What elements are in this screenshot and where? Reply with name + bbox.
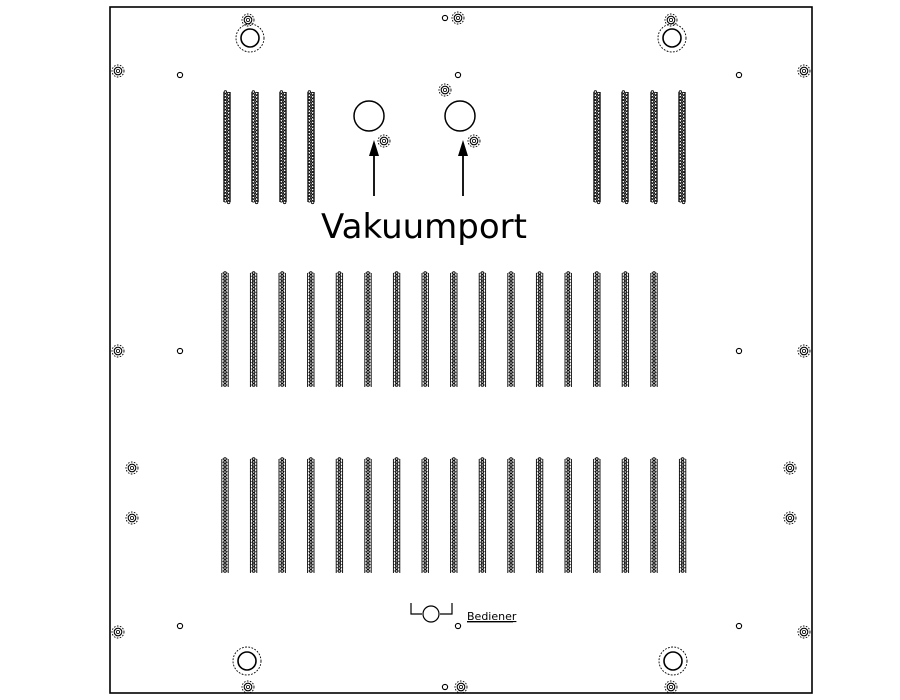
groove-column: [621, 457, 630, 573]
groove-column: [564, 271, 572, 387]
top-left-groove-group: [223, 90, 315, 205]
pin-hole: [176, 347, 184, 355]
groove-column: [621, 90, 629, 205]
large-bore: [658, 646, 688, 676]
mounting-hole: [797, 64, 811, 78]
mounting-hole: [783, 461, 797, 475]
groove-column: [450, 271, 458, 387]
groove-column: [279, 90, 287, 205]
pin-hole: [176, 71, 184, 79]
large-bore: [657, 23, 687, 53]
groove-column: [593, 271, 601, 387]
groove-column: [421, 457, 429, 573]
groove-column: [678, 90, 686, 205]
mounting-hole: [451, 11, 465, 25]
pin-hole: [735, 71, 743, 79]
large-bore: [235, 23, 265, 53]
vacuum-port-left: [353, 100, 385, 132]
groove-column: [223, 90, 231, 205]
groove-column: [221, 457, 229, 573]
groove-column: [678, 457, 687, 573]
groove-column: [335, 271, 344, 387]
groove-column: [278, 271, 286, 387]
groove-column: [507, 457, 515, 573]
pin-hole: [441, 14, 449, 22]
groove-column: [307, 457, 315, 573]
pin-hole: [735, 347, 743, 355]
groove-column: [392, 271, 401, 387]
mounting-hole: [125, 461, 139, 475]
mounting-hole: [111, 625, 125, 639]
mounting-holes: [111, 11, 811, 694]
large-bore: [232, 646, 262, 676]
groove-column: [535, 457, 544, 573]
top-right-groove-group: [593, 90, 686, 205]
middle-groove-group: [221, 271, 658, 387]
groove-column: [650, 457, 658, 573]
pin-hole: [441, 683, 449, 691]
bottom-groove-group: [221, 457, 687, 573]
groove-column: [478, 457, 487, 573]
groove-column: [593, 90, 601, 205]
groove-column: [278, 457, 286, 573]
vacuum-port-right: [444, 100, 476, 132]
groove-column: [335, 457, 344, 573]
pin-hole: [176, 622, 184, 630]
mounting-hole: [125, 511, 139, 525]
groove-column: [364, 271, 372, 387]
arrow-right: [458, 140, 468, 196]
groove-column: [307, 271, 315, 387]
mounting-hole: [467, 134, 481, 148]
mounting-hole: [377, 134, 391, 148]
groove-column: [307, 90, 315, 205]
operator-label: Bediener: [467, 610, 517, 623]
groove-column: [650, 90, 658, 205]
groove-column: [593, 457, 601, 573]
pin-hole: [735, 622, 743, 630]
groove-column: [251, 90, 259, 205]
groove-column: [421, 271, 429, 387]
mounting-hole: [783, 511, 797, 525]
groove-column: [564, 457, 572, 573]
mounting-hole: [664, 680, 678, 694]
groove-column: [364, 457, 372, 573]
groove-column: [650, 271, 658, 387]
pin-hole: [454, 622, 462, 630]
groove-column: [507, 271, 515, 387]
pin-hole: [454, 71, 462, 79]
groove-column: [450, 457, 458, 573]
mounting-hole: [241, 13, 255, 27]
plate-outline: [109, 6, 813, 694]
mounting-hole: [111, 344, 125, 358]
groove-column: [392, 457, 401, 573]
groove-column: [221, 271, 229, 387]
groove-column: [478, 271, 487, 387]
mounting-hole: [454, 680, 468, 694]
groove-column: [535, 271, 544, 387]
vacuum-port-label: Vakuumport: [321, 207, 527, 247]
mounting-hole: [797, 625, 811, 639]
mounting-hole: [241, 680, 255, 694]
mounting-hole: [438, 83, 452, 97]
mounting-hole: [111, 64, 125, 78]
groove-column: [249, 271, 258, 387]
groove-column: [621, 271, 630, 387]
pin-holes: [176, 14, 743, 691]
groove-column: [249, 457, 258, 573]
operator-symbol: [410, 603, 453, 623]
arrow-left: [369, 140, 379, 196]
mounting-hole: [797, 344, 811, 358]
